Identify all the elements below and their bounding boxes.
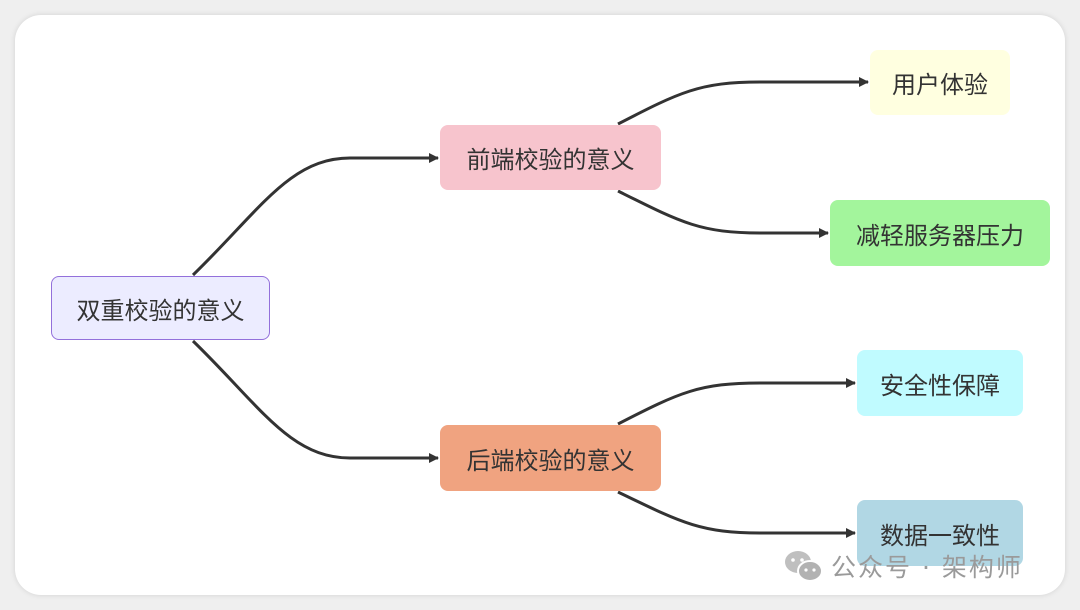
edge-backend-security bbox=[617, 378, 856, 426]
edge-root-backend bbox=[191, 339, 439, 463]
frontend-node-label: 前端校验的意义 bbox=[466, 146, 635, 174]
leaf-node-security: 安全性保障 bbox=[857, 350, 1023, 416]
edge-backend-consistency bbox=[617, 490, 856, 538]
leaf-label: 用户体验 bbox=[892, 71, 988, 99]
root-node-label: 双重校验的意义 bbox=[76, 296, 245, 325]
wechat-icon bbox=[785, 551, 823, 582]
root-node: 双重校验的意义 bbox=[51, 276, 270, 340]
leaf-label: 数据一致性 bbox=[880, 521, 1000, 550]
leaf-label: 减轻服务器压力 bbox=[856, 221, 1024, 250]
leaf-node-consistency: 数据一致性 bbox=[857, 500, 1023, 566]
watermark-text: 公众号 · 架构师 bbox=[831, 553, 1023, 582]
edge-root-frontend bbox=[191, 153, 439, 277]
leaf-node-user-experience: 用户体验 bbox=[870, 50, 1010, 115]
edge-frontend-server bbox=[617, 189, 829, 238]
frontend-node: 前端校验的意义 bbox=[440, 125, 661, 190]
watermark: 公众号 · 架构师 bbox=[783, 548, 1023, 584]
backend-node: 后端校验的意义 bbox=[440, 425, 661, 491]
leaf-node-server-load: 减轻服务器压力 bbox=[830, 200, 1050, 266]
leaf-label: 安全性保障 bbox=[880, 371, 1000, 400]
backend-node-label: 后端校验的意义 bbox=[466, 446, 635, 475]
edge-frontend-ux bbox=[617, 77, 869, 126]
